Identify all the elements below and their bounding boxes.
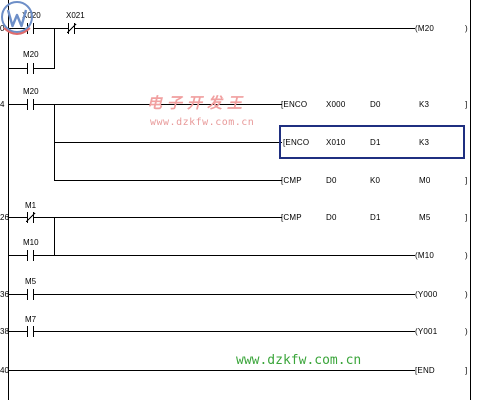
coil-output: (Y000 (415, 290, 438, 299)
end-instruction-bracket: ] (465, 366, 468, 375)
contact-label: M10 (23, 238, 39, 247)
contact-label: M7 (25, 315, 37, 324)
instruction-operand: K3 (419, 100, 430, 109)
coil-end-bracket: ) (465, 290, 468, 299)
step-number: 36 (0, 290, 9, 299)
contact-label: M5 (25, 277, 37, 286)
instruction-operand: K3 (419, 138, 430, 147)
instruction-op: [ENCO (281, 100, 308, 109)
step-number: 40 (0, 366, 9, 375)
instruction-operand: M5 (419, 213, 431, 222)
contact-label: M20 (23, 87, 39, 96)
watermark-url: www.dzkfw.com.cn (150, 117, 255, 128)
step-number: 0 (0, 24, 5, 33)
instruction-operand: D0 (326, 176, 337, 185)
step-number: 26 (0, 213, 9, 222)
step-number: 38 (0, 327, 9, 336)
instruction-operand: X010 (326, 138, 346, 147)
coil-output: (Y001 (415, 327, 438, 336)
coil-end-bracket: ) (465, 327, 468, 336)
contact-label: M1 (25, 201, 37, 210)
instruction-operand: M0 (419, 176, 431, 185)
watermark-brand-cn: 电子开发王 (147, 94, 248, 112)
instruction-operand: X000 (326, 100, 346, 109)
coil-end-bracket: ) (465, 251, 468, 260)
instruction-operand: D1 (370, 138, 381, 147)
coil-output: (M20 (415, 24, 435, 33)
coil-output: (M10 (415, 251, 435, 260)
instruction-operand: K0 (370, 176, 381, 185)
contact-label: X021 (66, 11, 85, 20)
instruction-op: [ENCO (283, 138, 310, 147)
instruction-operand: D1 (370, 213, 381, 222)
instruction-end-bracket: ] (465, 176, 468, 185)
coil-end-bracket: ) (465, 24, 468, 33)
watermark-url-bottom: www.dzkfw.com.cn (236, 353, 362, 368)
contact-m1-nc-slash (25, 212, 36, 223)
instruction-operand: D0 (326, 213, 337, 222)
selection-cursor[interactable] (279, 125, 465, 159)
w-circle-logo-icon (1, 1, 33, 35)
instruction-op: [CMP (281, 213, 302, 222)
instruction-op: [CMP (281, 176, 302, 185)
contact-x021-nc-slash (66, 23, 77, 34)
end-instruction: [END (415, 366, 435, 375)
instruction-operand: D0 (370, 100, 381, 109)
instruction-end-bracket: ] (465, 100, 468, 109)
step-number: 4 (0, 100, 5, 109)
instruction-end-bracket: ] (465, 213, 468, 222)
contact-label: M20 (23, 50, 39, 59)
